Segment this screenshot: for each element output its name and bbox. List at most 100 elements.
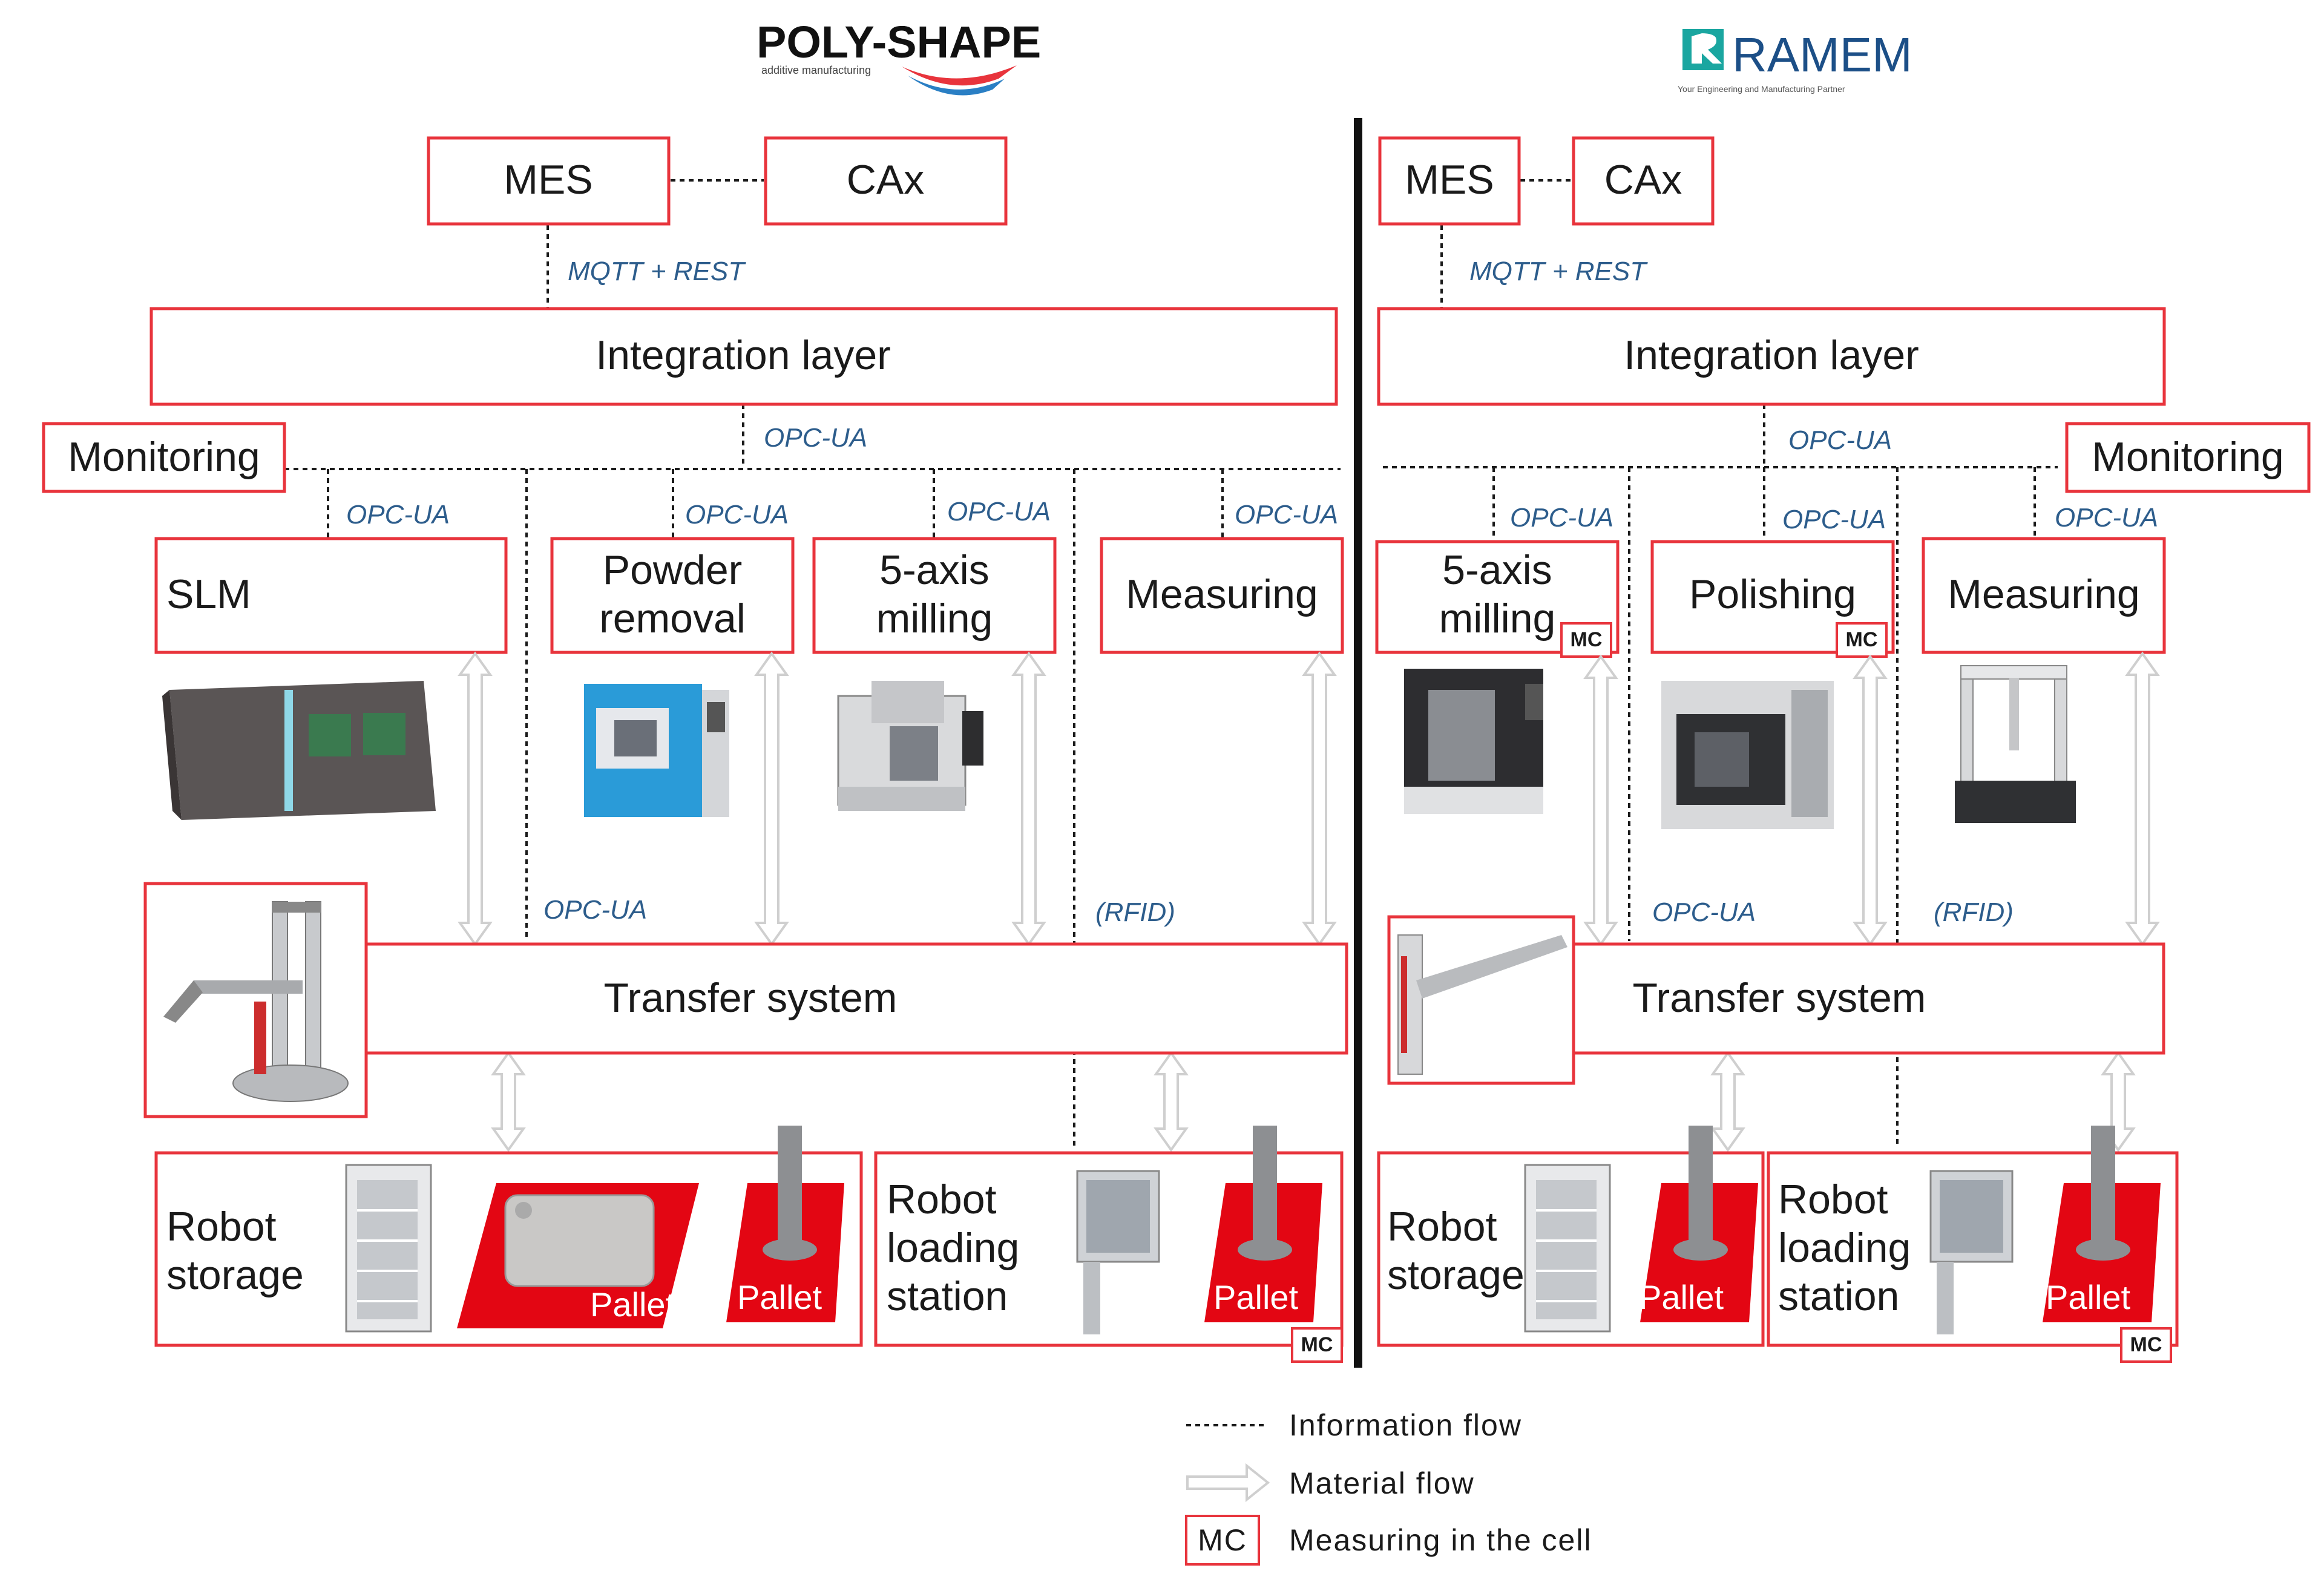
left-opcua-measuring: OPC-UA bbox=[1235, 500, 1338, 530]
legend-mc-text: Measuring in the cell bbox=[1289, 1523, 1592, 1557]
left-transfer-system: Transfer system bbox=[361, 942, 1348, 1055]
legend: Information flow Material flow MC Measur… bbox=[1185, 1408, 1592, 1566]
right-storage-pallet: Pallet bbox=[1639, 1126, 1758, 1322]
left-robot-storage-line1: Robot bbox=[166, 1204, 277, 1250]
right-loading-pallet: Pallet bbox=[2043, 1126, 2161, 1322]
polishing-machine-image bbox=[1661, 681, 1834, 829]
left-robot-loading-line3: station bbox=[887, 1273, 1008, 1319]
left-slm-label: SLM bbox=[166, 571, 251, 617]
poly-shape-logo-name: POLY-SHAPE bbox=[757, 17, 1041, 67]
right-cax-label: CAx bbox=[1604, 157, 1682, 203]
right-integration-label: Integration layer bbox=[1624, 332, 1919, 378]
left-milling-line1: 5-axis bbox=[879, 547, 989, 593]
legend-info-text: Information flow bbox=[1289, 1408, 1522, 1442]
right-transfer-label: Transfer system bbox=[1633, 975, 1926, 1021]
left-mes-box: MES bbox=[427, 136, 671, 226]
right-opcua-measuring: OPC-UA bbox=[2055, 503, 2158, 533]
right-monitoring-box: Monitoring bbox=[2065, 422, 2311, 493]
left-pallet-large: Pallet bbox=[457, 1183, 699, 1328]
left-loading-pallet: Pallet bbox=[1204, 1126, 1322, 1322]
left-rfid-label: (RFID) bbox=[1095, 897, 1175, 927]
legend-material-text: Material flow bbox=[1289, 1466, 1475, 1500]
left-pallet-small: Pallet bbox=[726, 1126, 844, 1322]
left-powder-removal-box: Powder removal bbox=[550, 537, 795, 654]
left-transfer-label: Transfer system bbox=[604, 975, 898, 1021]
left-transfer-robot-image bbox=[143, 882, 368, 1118]
right-milling-line1: 5-axis bbox=[1442, 547, 1552, 593]
right-monitoring-label: Monitoring bbox=[2092, 434, 2284, 480]
legend-mc-label: MC bbox=[1198, 1523, 1247, 1557]
left-cax-box: CAx bbox=[764, 136, 1008, 226]
right-rfid-label: (RFID) bbox=[1934, 897, 2014, 927]
left-robot-storage-box: Robot storage Pallet Pallet bbox=[154, 1126, 863, 1347]
left-monitoring-box: Monitoring bbox=[42, 422, 286, 493]
left-mqtt-label: MQTT + REST bbox=[568, 257, 746, 286]
left-mes-label: MES bbox=[504, 157, 592, 203]
left-pallet2-label: Pallet bbox=[737, 1278, 822, 1316]
right-cax-box: CAx bbox=[1572, 136, 1715, 226]
right-robot-storage-line2: storage bbox=[1387, 1252, 1525, 1298]
left-opcua-powder: OPC-UA bbox=[685, 500, 789, 530]
left-cax-label: CAx bbox=[847, 157, 924, 203]
left-integration-label: Integration layer bbox=[596, 332, 891, 378]
ramem-logo-name: RAMEM bbox=[1732, 28, 1912, 82]
right-polishing-mc: MC bbox=[1846, 628, 1878, 651]
right-milling-line2: milling bbox=[1439, 595, 1556, 641]
right-polishing-box: Polishing MC bbox=[1650, 540, 1895, 658]
right-robot-loading-line3: station bbox=[1778, 1273, 1899, 1319]
left-robot-loading-line1: Robot bbox=[887, 1176, 997, 1222]
ramem-logo-tagline: Your Engineering and Manufacturing Partn… bbox=[1678, 84, 1845, 94]
right-mqtt-label: MQTT + REST bbox=[1469, 257, 1648, 286]
legend-mc-box bbox=[1185, 1515, 1260, 1566]
right-polishing-label: Polishing bbox=[1689, 571, 1856, 617]
left-loading-mc: MC bbox=[1301, 1333, 1333, 1356]
right-loading-station-image bbox=[1929, 1170, 2014, 1334]
right-robot-storage-box: Robot storage Pallet bbox=[1377, 1126, 1765, 1347]
right-storage-cabinet-image bbox=[1524, 1164, 1611, 1333]
left-measuring-label: Measuring bbox=[1126, 571, 1318, 617]
right-robot-storage-line1: Robot bbox=[1387, 1204, 1497, 1250]
right-transfer-robot-image bbox=[1387, 915, 1575, 1085]
right-loading-mc: MC bbox=[2130, 1333, 2162, 1356]
slm-machine-image bbox=[162, 681, 436, 820]
right-opcua-transfer: OPC-UA bbox=[1652, 897, 1756, 927]
right-milling-mc: MC bbox=[1571, 628, 1603, 651]
left-robot-loading-box: Robot loading station Pallet MC bbox=[874, 1126, 1344, 1363]
left-slm-box: SLM bbox=[154, 537, 508, 654]
left-loading-station-image bbox=[1076, 1170, 1160, 1334]
right-opcua-polishing: OPC-UA bbox=[1782, 505, 1886, 534]
right-measuring-box: Measuring bbox=[1922, 537, 2166, 654]
right-milling-box: 5-axis milling MC bbox=[1375, 540, 1620, 658]
right-integration-layer: Integration layer bbox=[1377, 307, 2166, 406]
right-pallet1-label: Pallet bbox=[1639, 1278, 1724, 1316]
right-transfer-system: Transfer system bbox=[1572, 942, 2165, 1055]
left-opcua-main: OPC-UA bbox=[764, 423, 867, 453]
left-opcua-slm: OPC-UA bbox=[346, 500, 450, 530]
powder-removal-machine-image bbox=[584, 684, 729, 817]
legend-material-arrow bbox=[1186, 1463, 1270, 1503]
left-storage-cabinet-image bbox=[345, 1164, 432, 1333]
left-robot-storage-line2: storage bbox=[166, 1252, 304, 1298]
left-milling-box: 5-axis milling bbox=[812, 537, 1057, 654]
left-integration-layer: Integration layer bbox=[149, 307, 1338, 406]
cmm-machine-image bbox=[1955, 665, 2076, 823]
right-mes-box: MES bbox=[1378, 136, 1521, 226]
left-pallet3-label: Pallet bbox=[1213, 1278, 1299, 1316]
left-powder-line2: removal bbox=[599, 595, 746, 641]
right-milling-machine-image bbox=[1404, 669, 1543, 814]
right-measuring-label: Measuring bbox=[1948, 571, 2140, 617]
left-opcua-transfer: OPC-UA bbox=[543, 895, 647, 925]
right-mes-label: MES bbox=[1405, 157, 1494, 203]
left-pallet1-label: Pallet bbox=[590, 1285, 675, 1324]
left-milling-line2: milling bbox=[876, 595, 993, 641]
left-measuring-box: Measuring bbox=[1100, 537, 1344, 654]
left-robot-loading-line2: loading bbox=[887, 1225, 1019, 1271]
right-robot-loading-line2: loading bbox=[1778, 1225, 1911, 1271]
ramem-logo: RAMEM Your Engineering and Manufacturing… bbox=[1678, 28, 1912, 94]
left-powder-line1: Powder bbox=[603, 547, 743, 593]
right-opcua-milling: OPC-UA bbox=[1510, 503, 1613, 533]
right-opcua-main: OPC-UA bbox=[1788, 425, 1892, 455]
left-milling-machine-image bbox=[837, 681, 983, 811]
poly-shape-logo-tagline: additive manufacturing bbox=[761, 64, 871, 76]
